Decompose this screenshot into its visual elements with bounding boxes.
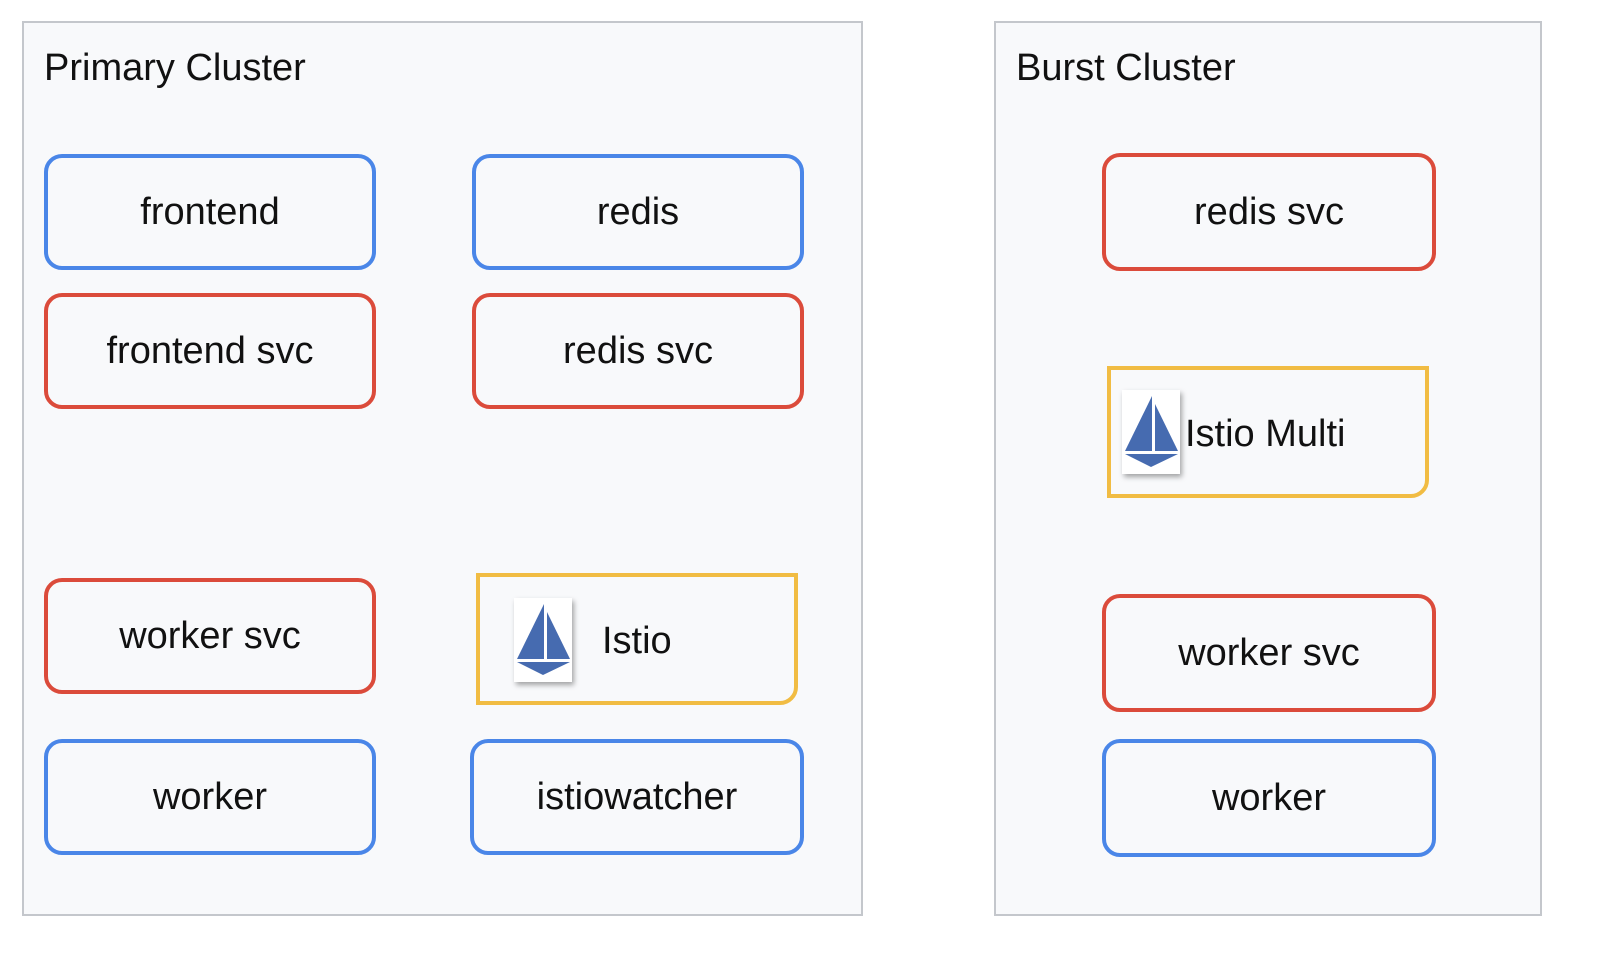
primary-cluster: Primary Cluster frontend redis frontend … (22, 21, 863, 916)
istio-sailboat-icon (1122, 390, 1180, 474)
istio-multi-box: Istio Multi (1107, 366, 1429, 498)
frontend-box: frontend (44, 154, 376, 270)
primary-cluster-title: Primary Cluster (44, 47, 306, 89)
frontend-svc-box: frontend svc (44, 293, 376, 409)
burst-cluster: Burst Cluster redis svc Istio Multi work… (994, 21, 1542, 916)
istio-label: Istio (602, 620, 672, 662)
istiowatcher-box: istiowatcher (470, 739, 804, 855)
burst-cluster-title: Burst Cluster (1016, 47, 1236, 89)
burst-worker-svc-box: worker svc (1102, 594, 1436, 712)
burst-redis-svc-box: redis svc (1102, 153, 1436, 271)
istio-sailboat-icon (514, 598, 572, 682)
burst-worker-box: worker (1102, 739, 1436, 857)
istio-box: Istio (476, 573, 798, 705)
worker-svc-box: worker svc (44, 578, 376, 694)
redis-box: redis (472, 154, 804, 270)
worker-box: worker (44, 739, 376, 855)
istio-multi-label: Istio Multi (1185, 413, 1346, 455)
redis-svc-box: redis svc (472, 293, 804, 409)
